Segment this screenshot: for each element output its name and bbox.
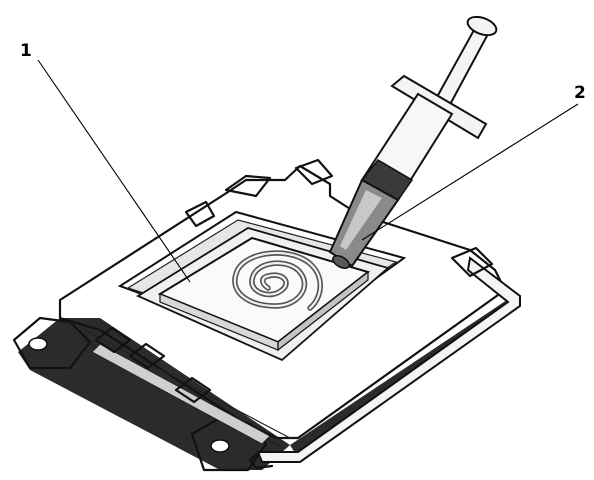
syringe-nozzle <box>332 255 350 269</box>
front-clip-1 <box>94 326 132 354</box>
right-side-tab <box>450 246 494 278</box>
callout-2-label: 2 <box>574 83 586 103</box>
processor-heat-spreader-edge-right <box>277 270 369 352</box>
front-clip-3 <box>174 376 212 404</box>
lever-hook <box>248 450 274 470</box>
left-mount-tab <box>12 316 92 370</box>
syringe-tip-highlight <box>340 190 382 250</box>
callout-2-leader <box>361 103 579 241</box>
front-clip-2 <box>128 342 166 370</box>
thermal-grease-syringe <box>328 15 498 269</box>
callout-1-label: 1 <box>20 41 32 61</box>
thermal-grease-spiral <box>232 250 323 311</box>
socket-frame <box>12 158 521 472</box>
back-hinge-left <box>224 174 272 198</box>
left-side-tab <box>184 200 216 228</box>
grease-spiral-highlight <box>233 251 322 310</box>
callout-1-leader <box>37 59 191 283</box>
syringe-plunger-cap <box>466 15 498 37</box>
retention-lever <box>256 256 521 463</box>
back-hinge-right <box>294 158 334 186</box>
front-rail-outer <box>69 321 291 439</box>
left-mount-hole <box>28 337 48 351</box>
frame-shadow <box>18 318 290 470</box>
bottom-mount-hole <box>210 439 230 453</box>
